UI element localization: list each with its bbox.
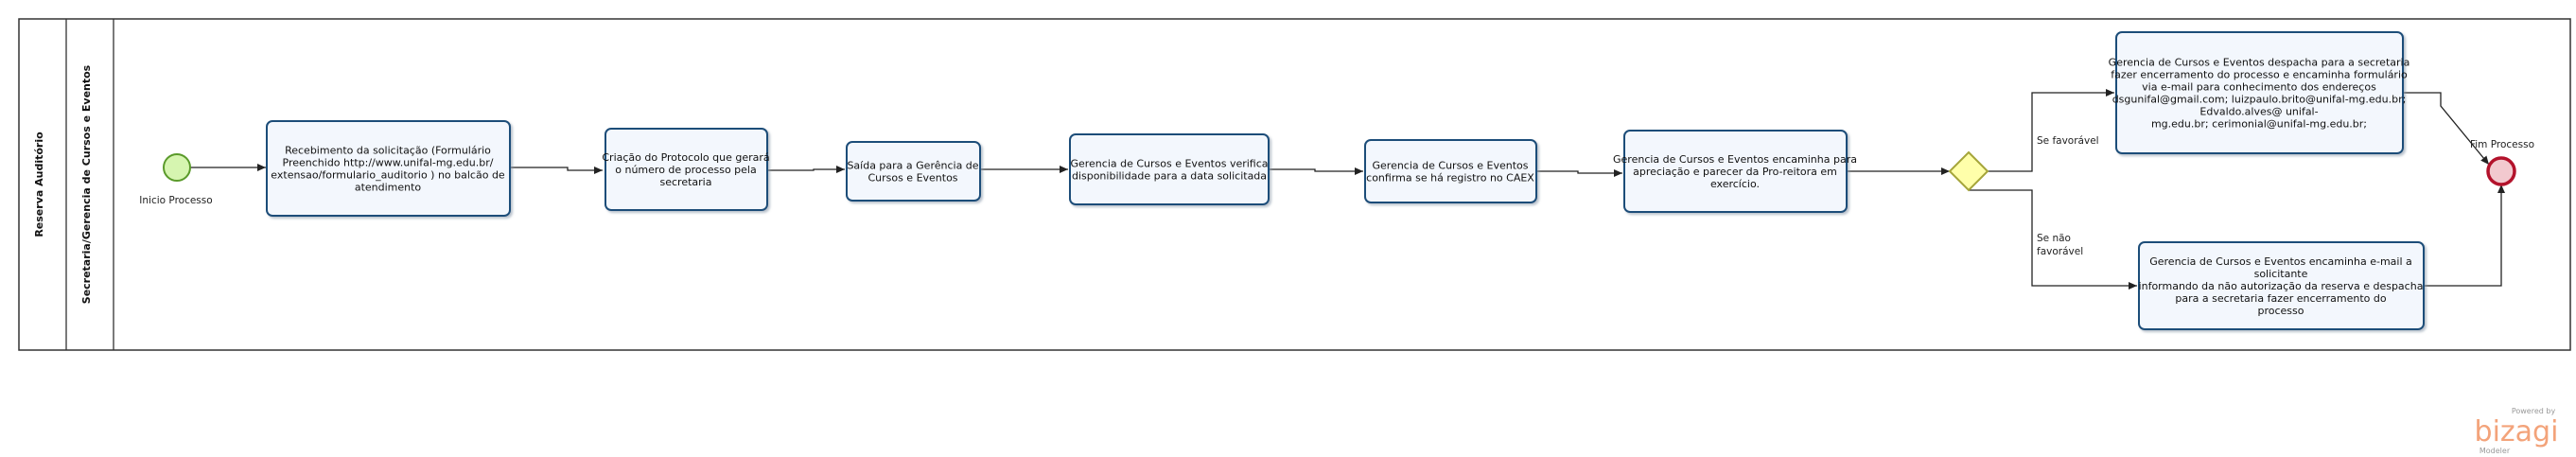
- task-text-line: fazer encerramento do processo e encamin…: [2111, 69, 2408, 81]
- flow-t5-t6[interactable]: [1537, 169, 1622, 177]
- lane-title: Secretaria/Gerencia de Cursos e Eventos: [80, 64, 93, 304]
- condition-line: Se favorável: [2037, 135, 2099, 147]
- task-text-line: Edvaldo.alves@ unifal-: [2199, 106, 2318, 118]
- task-nao-autorizacao-text: Gerencia de Cursos e Eventos encaminha e…: [2139, 255, 2424, 317]
- task-encaminha-pro-reitora[interactable]: Gerencia de Cursos e Eventos encaminha p…: [1613, 130, 1857, 213]
- task-text-line: Gerencia de Cursos e Eventos verifica: [1070, 158, 1268, 170]
- condition-favoravel: Se favorável: [2037, 135, 2099, 147]
- task-text-line: solicitante: [2254, 268, 2308, 280]
- flow-gateway-yes[interactable]: [1987, 89, 2114, 172]
- task-text-line: Gerencia de Cursos e Eventos encaminha e…: [2149, 255, 2412, 268]
- task-text-line: confirma se há registro no CAEX: [1366, 172, 1534, 185]
- task-text-line: Gerencia de Cursos e Eventos despacha pa…: [2109, 57, 2410, 69]
- task-despacha-secretaria-text: Gerencia de Cursos e Eventos despacha pa…: [2109, 57, 2410, 131]
- condition-line: Se não: [2037, 233, 2071, 244]
- task-text-line: Gerencia de Cursos e Eventos: [1373, 160, 1529, 172]
- start-event[interactable]: Inicio Processo: [139, 153, 213, 206]
- end-event[interactable]: Fim Processo: [2470, 139, 2534, 186]
- condition-line: favorável: [2037, 246, 2083, 257]
- flow-t7-end[interactable]: [2404, 92, 2490, 166]
- task-text-line: extensao/formulario_auditorio ) no balcã…: [271, 169, 505, 182]
- start-event-label: Inicio Processo: [139, 195, 212, 206]
- task-text-line: Preenchido http://www.unifal-mg.edu.br/: [283, 157, 494, 169]
- flow-t8-end[interactable]: [2425, 185, 2505, 287]
- sequence-flows: [190, 89, 2505, 290]
- condition-nao-favoravel: Se não favorável: [2037, 233, 2083, 257]
- task-text-line: processo: [2257, 305, 2304, 317]
- task-text-line: apreciação e parecer da Pro-reitora em: [1633, 166, 1837, 178]
- brand-product: Modeler: [2480, 447, 2511, 455]
- brand-powered: Powered by: [2512, 407, 2556, 415]
- task-text-line: para a secretaria fazer encerramento do: [2175, 292, 2386, 305]
- task-text-line: via e-mail para conhecimento dos endereç…: [2142, 81, 2376, 94]
- task-text-line: Saída para a Gerência de: [847, 160, 978, 172]
- brand-name: bizagi: [2475, 415, 2559, 448]
- exclusive-gateway[interactable]: [1948, 150, 1989, 192]
- task-text-line: Cursos e Eventos: [867, 172, 957, 185]
- bizagi-logo: Powered by bizagi Modeler: [2475, 407, 2559, 455]
- task-text-line: mg.edu.br; cerimonial@unifal-mg.edu.br;: [2151, 118, 2367, 131]
- flow-gateway-no[interactable]: [1969, 189, 2137, 290]
- task-despacha-secretaria[interactable]: Gerencia de Cursos e Eventos despacha pa…: [2109, 31, 2410, 154]
- flow-t1-t2[interactable]: [511, 167, 603, 174]
- task-text-line: dsgunifal@gmail.com; luizpaulo.brito@uni…: [2112, 94, 2407, 106]
- task-text-line: Recebimento da solicitação (Formulário: [285, 145, 491, 157]
- task-text-line: atendimento: [355, 182, 422, 194]
- pool-title: Reserva Auditório: [33, 132, 45, 237]
- task-text-line: exercício.: [1710, 178, 1760, 190]
- task-encaminha-pro-reitora-text: Gerencia de Cursos e Eventos encaminha p…: [1613, 153, 1857, 190]
- task-text-line: o número de processo pela: [615, 164, 756, 176]
- task-text-line: informando da não autorização da reserva…: [2139, 280, 2424, 292]
- task-text-line: secretaria: [660, 176, 712, 188]
- flow-t2-t3[interactable]: [768, 166, 845, 173]
- task-text-line: Gerencia de Cursos e Eventos encaminha p…: [1613, 153, 1857, 166]
- task-text-line: Criação do Protocolo que gerará: [602, 151, 769, 164]
- task-text-line: disponibilidade para a data solicitada: [1072, 170, 1267, 183]
- end-event-label: Fim Processo: [2470, 139, 2534, 150]
- flow-t4-t5[interactable]: [1270, 167, 1363, 175]
- task-nao-autorizacao[interactable]: Gerencia de Cursos e Eventos encaminha e…: [2138, 241, 2425, 330]
